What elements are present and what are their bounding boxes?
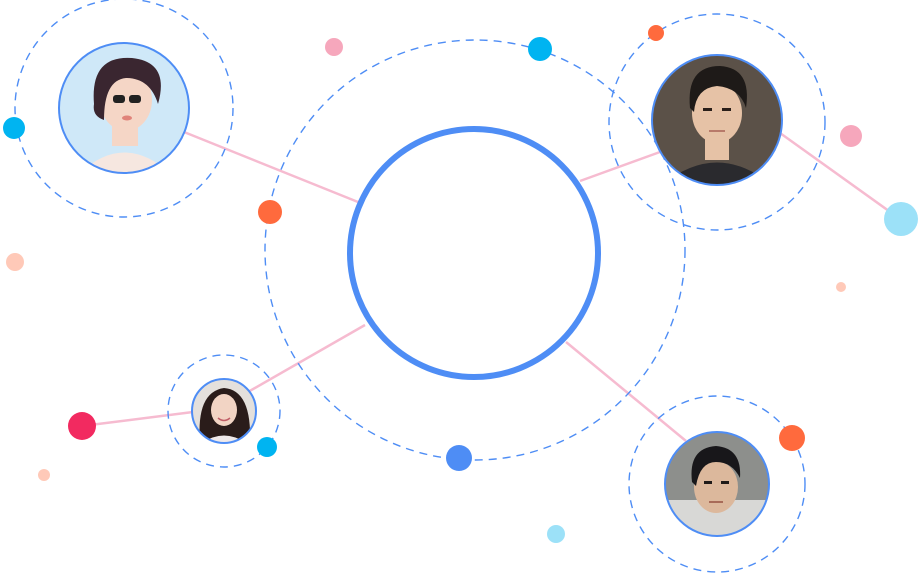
dot-red-left (68, 412, 96, 440)
central-ring (347, 126, 601, 380)
decorative-dots (3, 25, 918, 543)
connector-line-top-left (183, 130, 359, 204)
dot-light-blue-bottom (547, 525, 565, 543)
orbit-bottom-right (628, 395, 806, 573)
dot-pink-right (840, 125, 862, 147)
dot-cyan-left (3, 117, 25, 139)
dot-cyan-small-avatar (257, 437, 277, 457)
dot-peach-left (6, 253, 24, 271)
connector-lines (81, 130, 901, 442)
avatar-woman-short-hair-icon[interactable] (58, 42, 190, 174)
avatar-man-short-hair-icon[interactable] (664, 431, 770, 537)
dot-peach-right-small (836, 282, 846, 292)
dot-blue-bottom (446, 445, 472, 471)
dot-cyan-top (528, 37, 552, 61)
orbit-top-left (14, 0, 234, 218)
orbit-top-right (608, 13, 826, 231)
dot-orange-mid-left (258, 200, 282, 224)
orbit-large (264, 39, 686, 461)
dot-orange-top-right (648, 25, 664, 41)
orbit-bottom-left (167, 354, 281, 468)
avatar-man-dark-hair-icon[interactable] (651, 54, 783, 186)
connector-line-top-right (579, 150, 661, 183)
avatar-woman-long-hair-icon[interactable] (191, 378, 257, 444)
dot-pink-top (325, 38, 343, 56)
connector-line-bottom-right (565, 341, 687, 442)
connector-line-bottom-left (247, 323, 366, 394)
dot-light-blue-right (884, 202, 918, 236)
connector-line-right-tail (779, 131, 901, 221)
dashed-orbits (14, 0, 826, 573)
connector-line-left-tail (81, 410, 194, 428)
dot-orange-bottom-right (779, 425, 805, 451)
dot-peach-bottom-left (38, 469, 50, 481)
